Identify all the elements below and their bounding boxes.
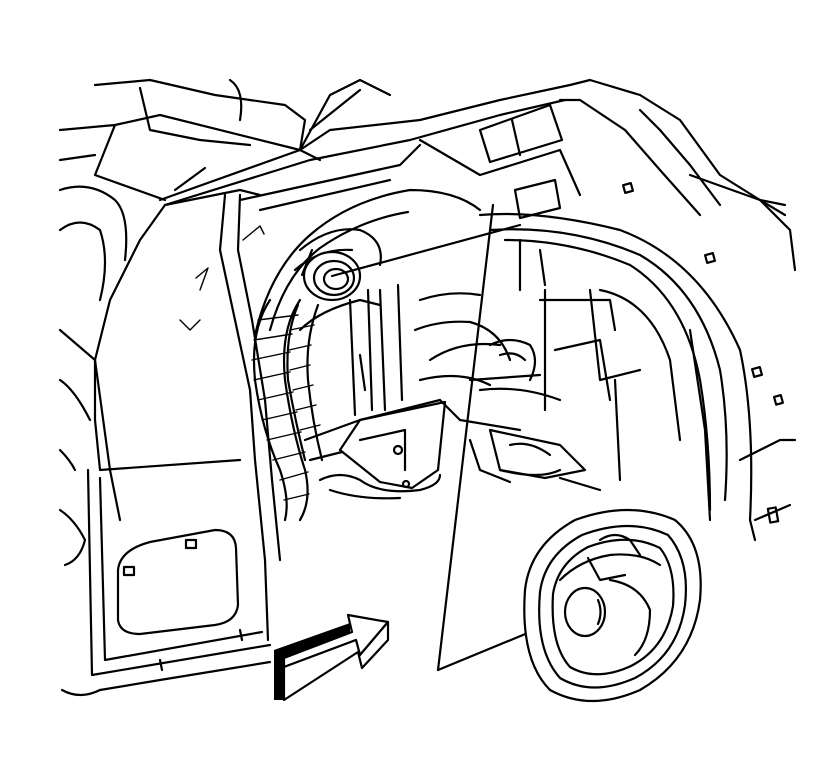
roof-structure [58, 78, 572, 207]
body-side-panel [179, 143, 422, 642]
wheelhouse-opening [253, 188, 797, 542]
quarter-upper-panel [418, 78, 797, 524]
left-quarter-panel [58, 166, 272, 697]
inner-structure [298, 283, 602, 500]
view-direction-arrow [274, 613, 390, 702]
housing-detail [523, 508, 702, 703]
fuel-filler-hoses [251, 228, 382, 522]
